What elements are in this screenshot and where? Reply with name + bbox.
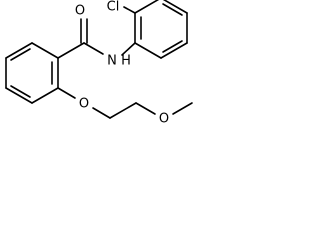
chlorine-label: Cl bbox=[107, 0, 120, 15]
ether-oxygen-label: O bbox=[159, 112, 169, 127]
amide-nitrogen-label: N bbox=[107, 54, 117, 69]
bond bbox=[31, 42, 59, 59]
bond bbox=[160, 42, 188, 59]
double-bond-inner bbox=[10, 48, 31, 61]
methoxyethoxy-chain bbox=[57, 87, 193, 119]
benzoyl-ring bbox=[5, 42, 59, 104]
bond bbox=[92, 107, 111, 119]
bond bbox=[162, 0, 188, 14]
bond bbox=[109, 102, 137, 119]
bond bbox=[123, 6, 136, 14]
double-bond-inner bbox=[162, 40, 183, 53]
bond bbox=[134, 0, 160, 14]
double-bond-inner bbox=[10, 85, 31, 98]
bond bbox=[31, 87, 59, 104]
bond bbox=[57, 42, 85, 59]
bond bbox=[135, 102, 156, 115]
bond bbox=[172, 102, 193, 115]
bond bbox=[57, 87, 76, 99]
bond bbox=[5, 87, 33, 104]
molecule-structure: O N H Cl O O bbox=[5, 0, 193, 127]
bond bbox=[121, 42, 136, 56]
ether-oxygen-label: O bbox=[79, 97, 89, 112]
double-bond-inner bbox=[162, 3, 183, 16]
carbonyl-oxygen-label: O bbox=[75, 4, 85, 19]
bond bbox=[5, 42, 33, 59]
bond bbox=[134, 42, 162, 59]
chlorophenyl-ring bbox=[121, 0, 188, 59]
amide-hydrogen-label: H bbox=[121, 54, 131, 69]
bond bbox=[83, 42, 104, 55]
carbonyl-group bbox=[57, 18, 104, 59]
molecule-canvas: O N H Cl O O bbox=[5, 0, 193, 127]
